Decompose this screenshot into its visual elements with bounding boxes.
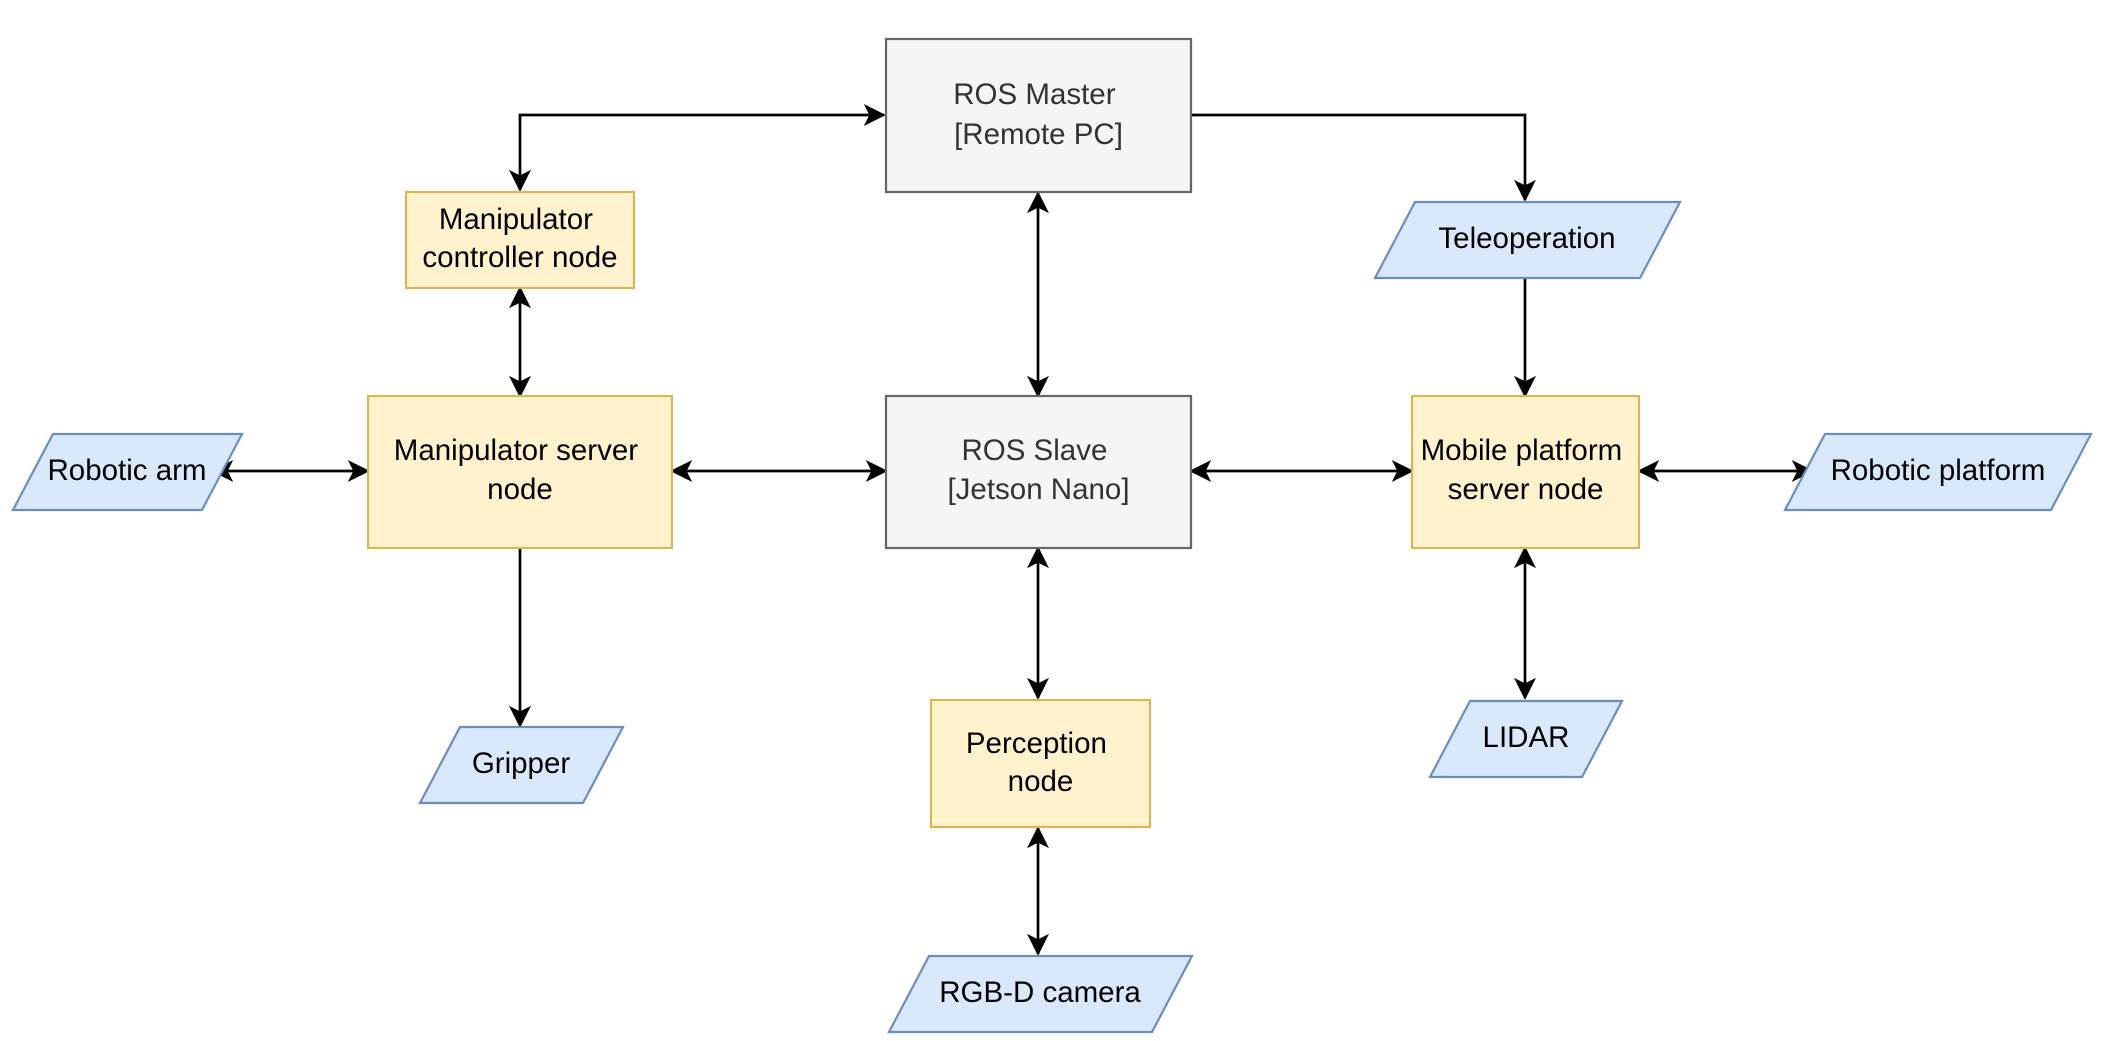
rgbd-camera-node: RGB-D camera: [887, 954, 1194, 1034]
robotic-platform-node: Robotic platform: [1783, 432, 2093, 512]
lidar-node: LIDAR: [1428, 699, 1624, 779]
ros-master-label: ROS Master [Remote PC]: [953, 78, 1123, 151]
ros-slave-node: ROS Slave [Jetson Nano]: [884, 394, 1193, 550]
robotic-arm-node: Robotic arm: [11, 432, 244, 512]
robotic-platform-label: Robotic platform: [1831, 454, 2046, 487]
gripper-label: Gripper: [472, 747, 571, 780]
mobile-platform-server-node: Mobile platform server node: [1410, 394, 1641, 550]
gripper-node: Gripper: [418, 725, 625, 805]
manipulator-server-label: Manipulator server node: [394, 434, 647, 506]
robotic-arm-label: Robotic arm: [47, 454, 206, 487]
edge-master-teleoperation: [1191, 113, 1536, 202]
rgbd-camera-label: RGB-D camera: [939, 976, 1141, 1009]
manipulator-controller-label: Manipulator controller node: [422, 203, 617, 274]
perception-label: Perception node: [966, 727, 1115, 798]
ros-slave-label: ROS Slave [Jetson Nano]: [947, 434, 1129, 506]
lidar-label: LIDAR: [1483, 721, 1570, 754]
teleoperation-node: Teleoperation: [1373, 200, 1682, 280]
teleoperation-label: Teleoperation: [1438, 222, 1615, 255]
edges: [211, 104, 1814, 956]
manipulator-server-node: Manipulator server node: [366, 394, 674, 550]
edge-master-manipulator-controller: [509, 104, 886, 192]
mobile-platform-server-label: Mobile platform server node: [1421, 434, 1631, 506]
perception-node: Perception node: [929, 698, 1152, 829]
manipulator-controller-node: Manipulator controller node: [404, 190, 636, 290]
ros-master-node: ROS Master [Remote PC]: [884, 37, 1193, 194]
